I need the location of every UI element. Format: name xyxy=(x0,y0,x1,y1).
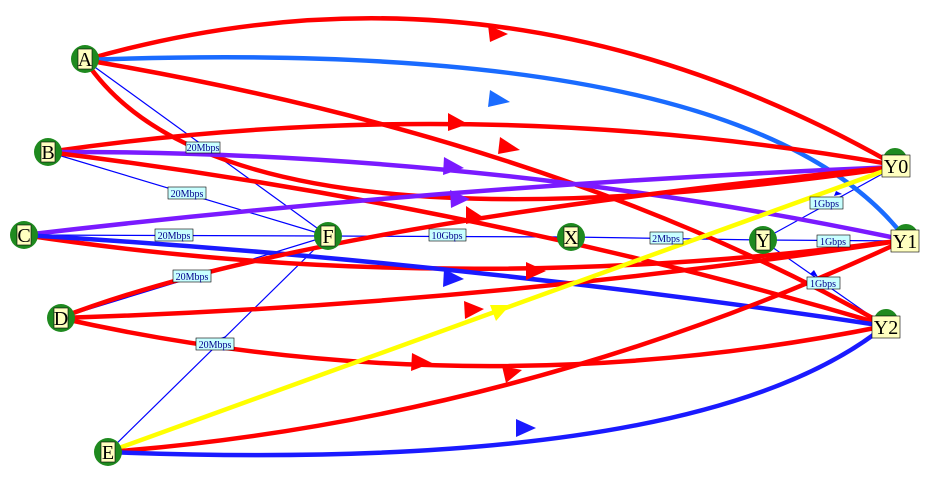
label-d-f-text: 20Mbps xyxy=(176,272,209,283)
label-y-y2: 1Gbps xyxy=(806,276,841,290)
label-f-x-text: 10Gbps xyxy=(431,231,462,242)
label-a-f-text: 20Mbps xyxy=(187,143,220,154)
arrow-c-y0 xyxy=(450,190,470,208)
arrow-b-y1 xyxy=(443,157,464,175)
flow-arrowheads xyxy=(411,25,546,437)
arrow-c-y1 xyxy=(526,262,546,280)
node-x-label: X xyxy=(564,227,579,249)
arrow-d-y1 xyxy=(464,301,484,319)
arrow-a-y1b xyxy=(466,206,486,224)
node-e[interactable]: E xyxy=(94,438,122,466)
node-f[interactable]: F xyxy=(314,222,342,250)
arrow-e-y1 xyxy=(502,366,522,383)
node-y2[interactable]: Y2 xyxy=(871,309,901,339)
flow-a-y1b xyxy=(82,57,893,202)
label-c-f: 20Mbps xyxy=(154,228,194,242)
node-d-label: D xyxy=(54,308,68,330)
node-a[interactable]: A xyxy=(71,45,99,73)
node-c[interactable]: C xyxy=(10,221,38,249)
link-arrow-y2 xyxy=(810,270,818,277)
flow-a-y2 xyxy=(82,57,888,328)
arrow-a-y1 xyxy=(488,90,510,107)
link-arrow-y0 xyxy=(834,191,842,196)
node-y[interactable]: Y xyxy=(749,226,777,254)
flow-d-y2 xyxy=(57,315,888,369)
nodes: A B C D E F X xyxy=(10,45,920,466)
node-y1[interactable]: Y1 xyxy=(890,224,920,253)
arrow-e-y0 xyxy=(490,305,510,321)
flow-e-y1 xyxy=(105,237,908,455)
label-c-f-text: 20Mbps xyxy=(158,231,191,242)
label-e-f: 20Mbps xyxy=(195,337,235,351)
label-y-y1: 1Gbps xyxy=(816,234,851,248)
link-labels: 20Mbps 20Mbps 20Mbps 20Mbps 20Mbps 10Gbp… xyxy=(154,141,851,351)
node-a-label: A xyxy=(78,49,93,71)
arrow-c-y2 xyxy=(443,269,464,287)
node-y-label: Y xyxy=(756,230,770,252)
flows xyxy=(21,16,908,458)
arrow-d-y2 xyxy=(411,353,432,371)
node-x[interactable]: X xyxy=(557,223,585,251)
flow-b-y1 xyxy=(45,149,908,243)
label-y-y2-text: 1Gbps xyxy=(810,279,836,290)
flow-d-y0 xyxy=(57,164,898,321)
flow-c-y2 xyxy=(21,232,888,329)
node-e-label: E xyxy=(102,442,114,464)
flow-e-y2 xyxy=(105,323,888,458)
label-y-y0-text: 1Gbps xyxy=(813,199,839,210)
node-f-label: F xyxy=(322,226,333,248)
node-c-label: C xyxy=(17,225,30,247)
arrow-a-y0 xyxy=(488,25,508,42)
label-f-x: 10Gbps xyxy=(428,228,467,242)
node-b-label: B xyxy=(41,142,54,164)
node-d[interactable]: D xyxy=(47,304,75,332)
arrow-e-y2 xyxy=(516,419,536,437)
node-y0-label: Y0 xyxy=(884,156,908,178)
label-y-y1-text: 1Gbps xyxy=(820,237,846,248)
arrow-b-y0 xyxy=(448,113,468,131)
label-b-f-text: 20Mbps xyxy=(171,189,204,200)
label-x-y-text: 2Mbps xyxy=(652,234,680,245)
node-y0[interactable]: Y0 xyxy=(881,148,911,178)
label-a-f: 20Mbps xyxy=(185,141,221,154)
flow-b-y0 xyxy=(45,121,898,168)
flow-a-y0 xyxy=(82,16,898,168)
node-y1-label: Y1 xyxy=(893,231,917,253)
label-y-y0: 1Gbps xyxy=(809,196,844,210)
label-x-y: 2Mbps xyxy=(649,231,684,245)
label-d-f: 20Mbps xyxy=(172,269,212,283)
arrow-a-y2 xyxy=(498,137,520,154)
node-y2-label: Y2 xyxy=(874,317,898,339)
label-b-f: 20Mbps xyxy=(167,186,207,200)
node-b[interactable]: B xyxy=(34,138,62,166)
flow-d-y1 xyxy=(57,237,908,321)
label-e-f-text: 20Mbps xyxy=(199,340,232,351)
